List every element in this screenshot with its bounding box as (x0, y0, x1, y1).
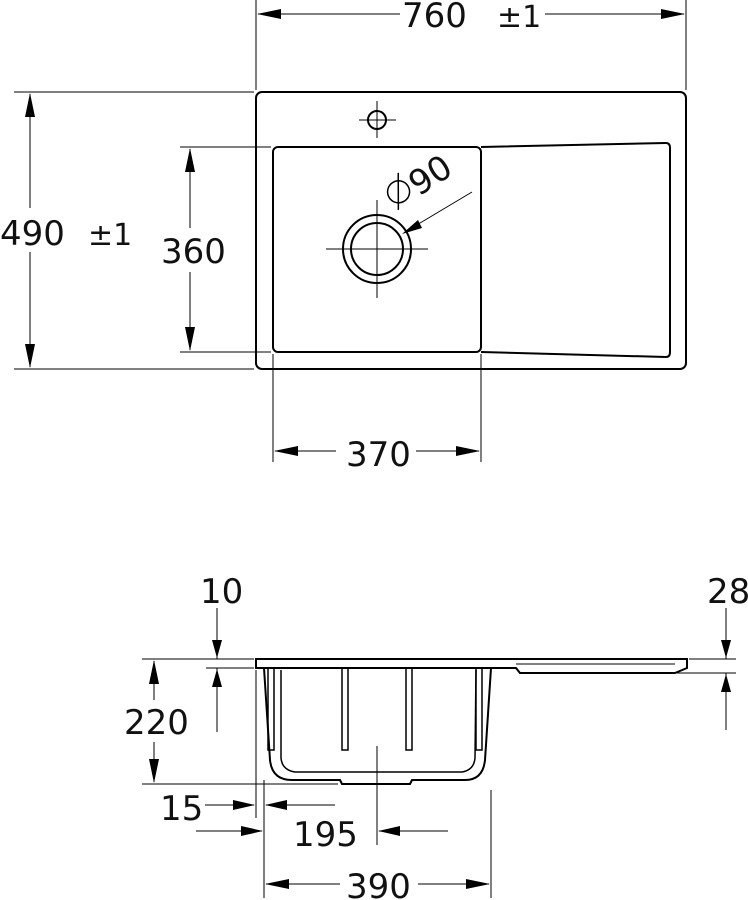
sink-deck-profile (255, 658, 688, 674)
top-view: 90 760 ±1 490 ±1 (0, 0, 687, 475)
side-view: 10 28 220 (124, 572, 748, 900)
side-bowl-width-value: 390 (346, 867, 411, 900)
dim-bowl-depth: 360 (161, 146, 271, 353)
drain-hole (326, 200, 428, 298)
bowl-height-value: 220 (124, 703, 189, 743)
bowl-outline (272, 146, 482, 353)
overall-depth-tolerance: ±1 (88, 218, 132, 253)
dim-overall-width: 760 ±1 (255, 0, 687, 90)
drain-diameter-value: 90 (402, 147, 460, 204)
sink-outline (255, 91, 687, 370)
dim-overall-depth: 490 ±1 (0, 91, 254, 370)
bowl-inner-profile (280, 669, 477, 773)
dim-rim-thickness: 10 (200, 572, 254, 732)
drain-leader-arrow (402, 220, 422, 234)
overall-width-tolerance: ±1 (497, 0, 541, 35)
dim-bowl-height: 220 (124, 658, 338, 785)
tap-hole (359, 101, 396, 138)
bowl-profile (263, 667, 492, 785)
drainboard-height-value: 28 (707, 572, 748, 612)
drain-diameter-label: 90 (386, 147, 460, 210)
dim-drain-offset: 195 (196, 815, 448, 855)
dim-bowl-width: 370 (272, 354, 482, 475)
dim-wall-offset: 15 (160, 670, 335, 898)
bowl-width-value: 370 (346, 435, 411, 475)
rim-thickness-value: 10 (200, 572, 243, 612)
overall-width-value: 760 (402, 0, 467, 36)
dim-side-bowl-width: 390 (265, 790, 492, 900)
drain-offset-value: 195 (293, 815, 358, 855)
support-ribs (267, 667, 483, 751)
overall-depth-value: 490 (0, 214, 65, 254)
drainboard-outline (480, 141, 671, 359)
wall-offset-value: 15 (160, 789, 203, 829)
bowl-depth-value: 360 (161, 232, 226, 272)
dim-drainboard-height: 28 (677, 572, 748, 730)
